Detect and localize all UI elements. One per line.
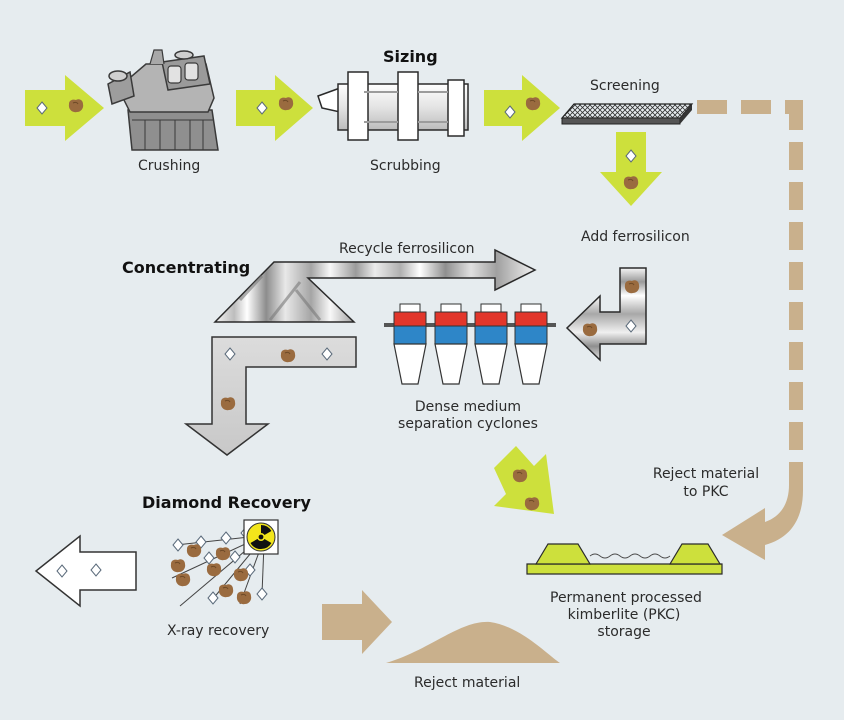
xray-recovery-label: X-ray recovery [167, 623, 270, 639]
dense-medium-cyclones [384, 303, 556, 385]
cyclone-icon [514, 303, 548, 385]
ferrosilicon-feed-arrow [565, 267, 647, 362]
concentrate-arrow [183, 336, 357, 456]
reject-material-heap [386, 621, 560, 663]
crushing-label: Crushing [138, 158, 201, 174]
reject-pkc-label-line1: Reject material [652, 466, 760, 482]
cyclone-icon [474, 303, 508, 385]
add-ferrosilicon-label: Add ferrosilicon [581, 229, 690, 245]
cyclone-icon [393, 303, 427, 385]
crusher-icon [107, 49, 219, 151]
scrubbed-ore-arrow [484, 75, 560, 141]
cyclone-icon [434, 303, 468, 385]
tailings-arrow [494, 446, 554, 514]
diamond-output-arrow [34, 534, 137, 608]
diamond-recovery-heading: Diamond Recovery [142, 493, 311, 512]
screen-icon [560, 103, 694, 125]
reject-material-arrow [322, 590, 392, 654]
sizing-heading: Sizing [383, 47, 438, 66]
reject-pkc-label-line2: to PKC [683, 484, 729, 500]
screening-label: Screening [590, 78, 660, 94]
recycle-ferrosilicon-arrow [213, 248, 537, 323]
reject-material-label: Reject material [414, 675, 521, 691]
dms-label-line2: separation cyclones [398, 416, 538, 432]
crushed-ore-arrow [236, 75, 313, 141]
radiation-icon [243, 519, 279, 555]
reject-flow-dashed-path [697, 100, 803, 560]
concentrating-heading: Concentrating [122, 258, 251, 277]
screened-ore-arrow [600, 132, 662, 206]
dms-label-line1: Dense medium [414, 399, 522, 415]
pkc-label-line1: Permanent processed [550, 590, 702, 606]
scrubbing-label: Scrubbing [370, 158, 441, 174]
scrubber-drum-icon [317, 71, 469, 141]
pkc-label-line2: kimberlite (PKC) [567, 607, 681, 623]
pkc-storage [526, 543, 723, 575]
pkc-label-line3: storage [597, 624, 651, 640]
feed-arrow [25, 75, 104, 141]
xray-recovery-unit [170, 519, 279, 607]
recycle-ferrosilicon-label: Recycle ferrosilicon [339, 241, 475, 257]
